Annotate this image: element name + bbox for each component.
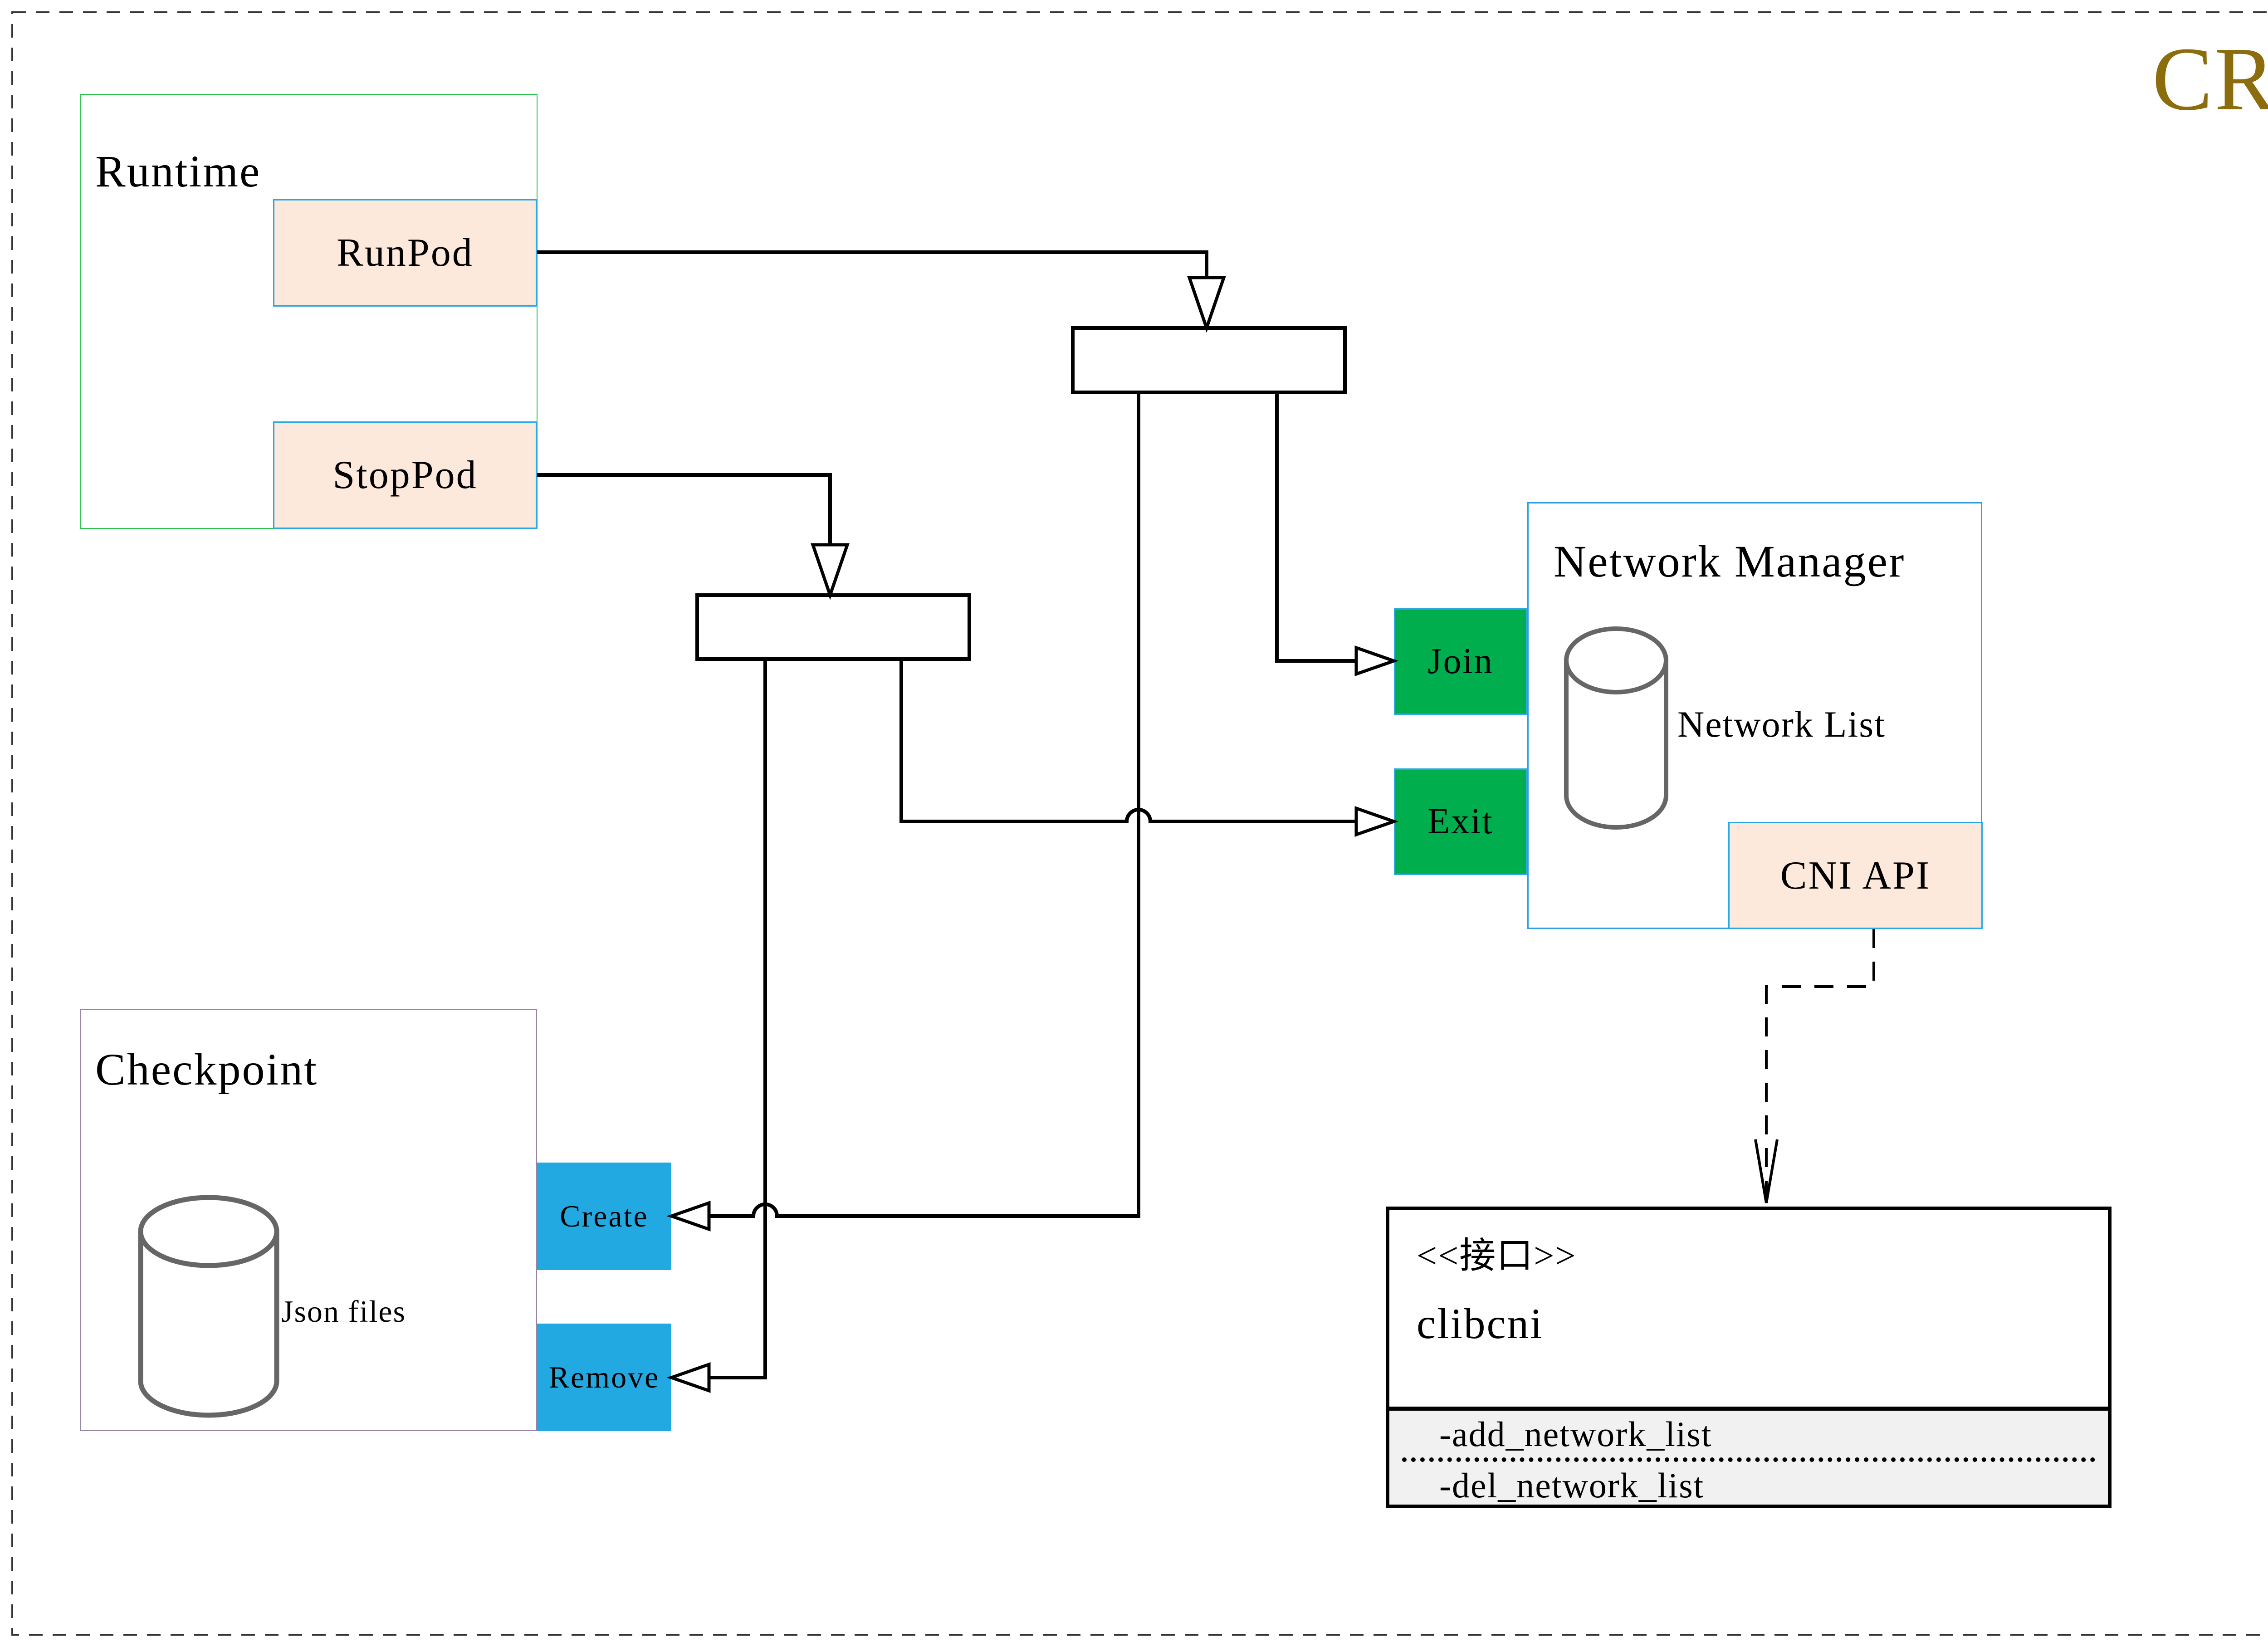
remove-node: Remove bbox=[537, 1324, 671, 1431]
runpod-connector bbox=[537, 250, 1208, 278]
clibcni-dotted-divider bbox=[1402, 1457, 2095, 1462]
arrowhead-down-bar1 bbox=[1187, 276, 1226, 333]
exit-label: Exit bbox=[1427, 802, 1494, 841]
cni-api-label: CNI API bbox=[1780, 853, 1931, 898]
join-node: Join bbox=[1394, 608, 1527, 715]
json-files-label: Json files bbox=[281, 1294, 406, 1329]
stoppod-connector bbox=[537, 473, 832, 545]
runpod-label: RunPod bbox=[337, 231, 474, 275]
arrowhead-left-create bbox=[666, 1201, 711, 1232]
arrowhead-right-join bbox=[1354, 645, 1399, 676]
remove-label: Remove bbox=[548, 1360, 660, 1394]
cni-api-dependency-connector bbox=[1754, 929, 1875, 1203]
network-list-database-icon bbox=[1564, 626, 1668, 830]
clibcni-methods-section: -add_network_list -del_network_list bbox=[1389, 1407, 2108, 1505]
json-files-database-icon bbox=[138, 1195, 279, 1418]
stoppod-node: StopPod bbox=[273, 421, 537, 529]
arrowhead-right-exit bbox=[1354, 806, 1399, 837]
clibcni-method-row: -del_network_list bbox=[1389, 1462, 2108, 1509]
create-label: Create bbox=[560, 1199, 649, 1233]
runtime-title: Runtime bbox=[95, 146, 261, 196]
runpod-node: RunPod bbox=[273, 199, 537, 307]
network-manager-title: Network Manager bbox=[1554, 536, 1906, 586]
arrowhead-left-remove bbox=[666, 1362, 711, 1393]
remove-connector bbox=[709, 659, 767, 1379]
checkpoint-title: Checkpoint bbox=[95, 1044, 318, 1095]
clibcni-stereotype: <<接口>> bbox=[1417, 1236, 1577, 1276]
arrowhead-down-bar2 bbox=[811, 543, 850, 600]
clibcni-interface-box: <<接口>> clibcni -add_network_list -del_ne… bbox=[1386, 1207, 2112, 1508]
stoppod-label: StopPod bbox=[332, 453, 478, 497]
cni-api-node: CNI API bbox=[1728, 822, 1983, 929]
clibcni-method-row: -add_network_list bbox=[1389, 1411, 2108, 1458]
arrowhead-open-clibcni bbox=[1754, 1139, 1779, 1203]
network-list-label: Network List bbox=[1677, 704, 1886, 745]
exit-connector bbox=[899, 659, 1356, 823]
create-connector bbox=[709, 392, 1140, 1218]
clibcni-method-add-label: -add_network_list bbox=[1439, 1414, 1712, 1454]
join-label: Join bbox=[1427, 641, 1494, 681]
create-node: Create bbox=[537, 1163, 671, 1270]
join-connector bbox=[1275, 392, 1356, 663]
clibcni-method-del-label: -del_network_list bbox=[1439, 1466, 1705, 1505]
connector-bar-second bbox=[695, 593, 971, 661]
arrowheads bbox=[666, 276, 1399, 1393]
cri-title: CRI bbox=[2152, 29, 2268, 129]
exit-node: Exit bbox=[1394, 768, 1527, 875]
clibcni-name: clibcni bbox=[1417, 1300, 1544, 1348]
connector-bar-top bbox=[1071, 326, 1347, 394]
